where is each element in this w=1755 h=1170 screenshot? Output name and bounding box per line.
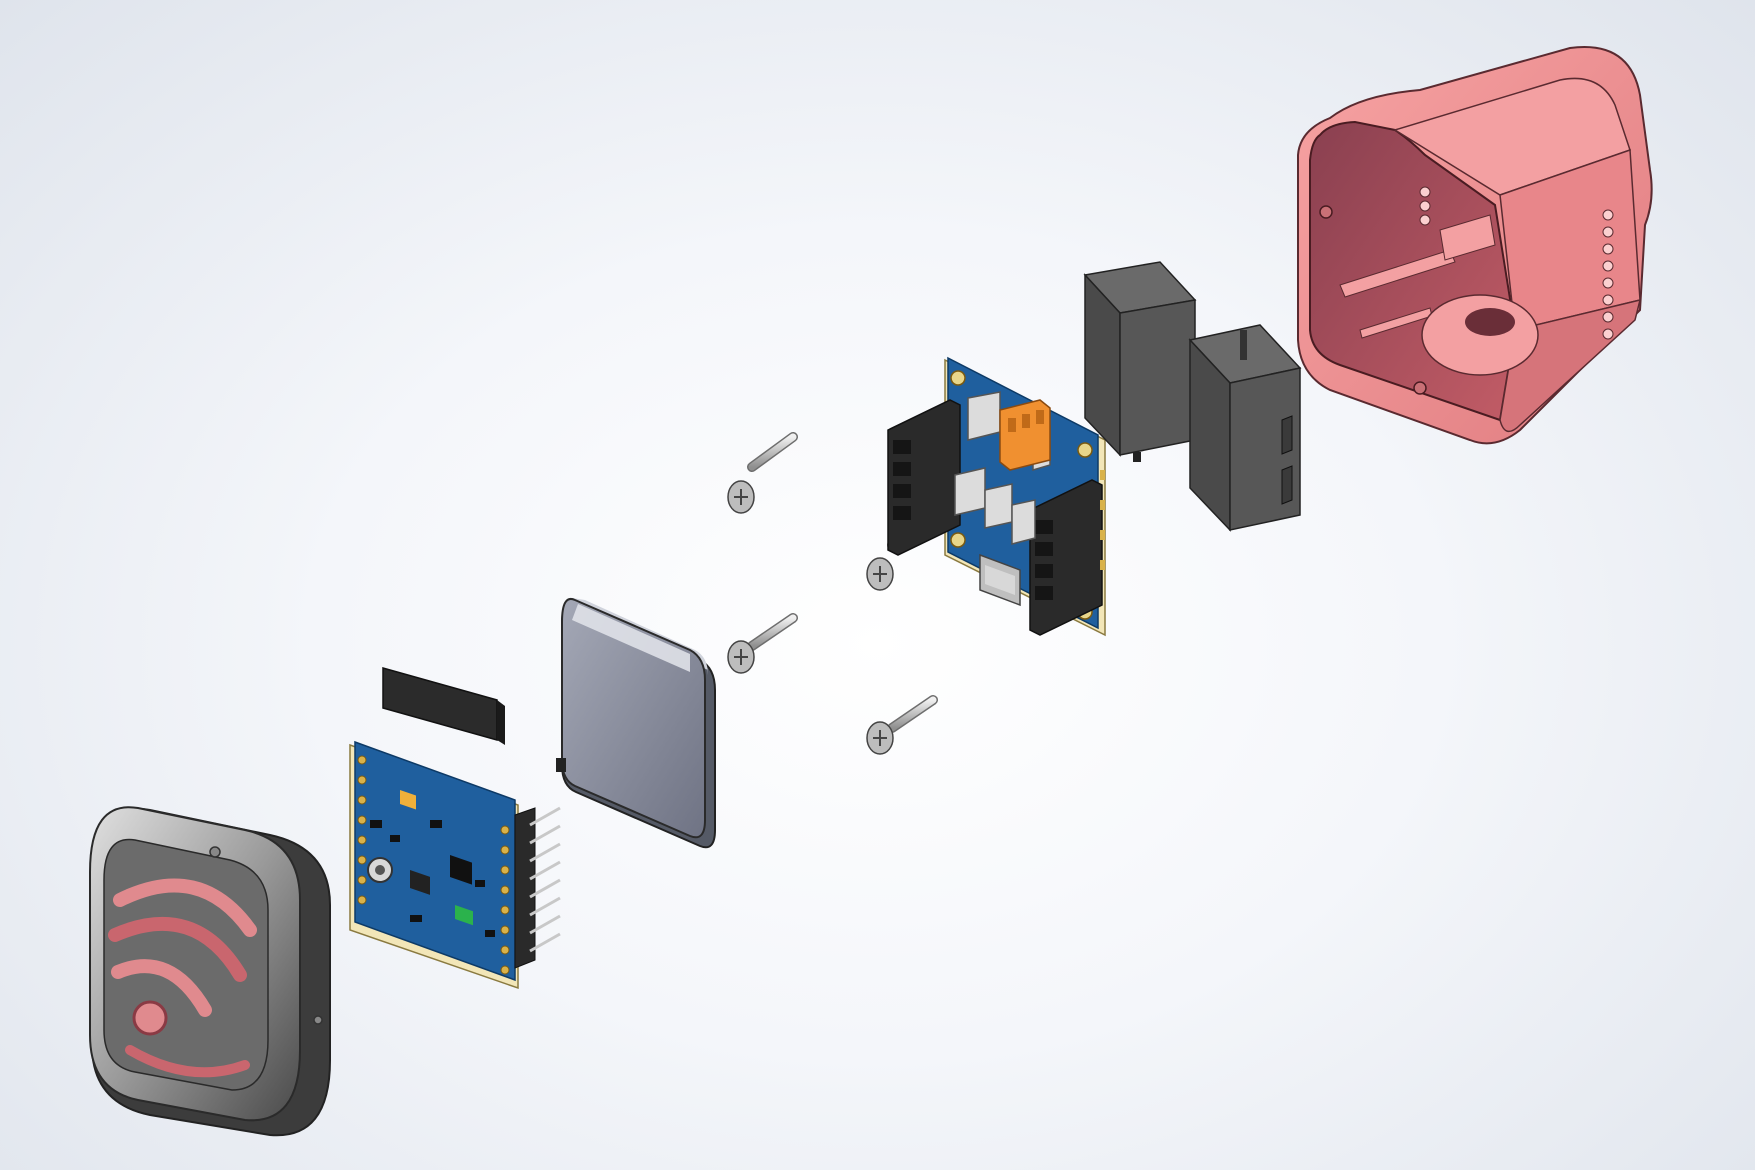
- terminal-block-left: [887, 399, 961, 556]
- relay-module-2: [1188, 324, 1302, 532]
- terminal-block-right: [1029, 479, 1103, 636]
- espressif-logo-icon: [108, 878, 257, 1078]
- rear-housing: [1297, 46, 1653, 445]
- pcb-components: [367, 790, 495, 937]
- pin-header: [514, 806, 561, 969]
- vent-holes: [1419, 186, 1614, 340]
- pcb-side-pads: [1100, 470, 1105, 570]
- pcb-edge-pads: [357, 755, 510, 975]
- relay-module-1: [1083, 261, 1197, 462]
- orange-connector: [999, 399, 1051, 471]
- screw-4: [866, 695, 938, 755]
- io-pcb: [887, 356, 1106, 637]
- main-pcb: [349, 667, 561, 990]
- front-cover: [89, 806, 331, 1137]
- battery: [556, 598, 716, 849]
- usb-c-connector: [979, 553, 1021, 607]
- housing-inner-features: [1339, 214, 1539, 376]
- screw-3: [727, 613, 798, 674]
- screw-1: [727, 432, 798, 514]
